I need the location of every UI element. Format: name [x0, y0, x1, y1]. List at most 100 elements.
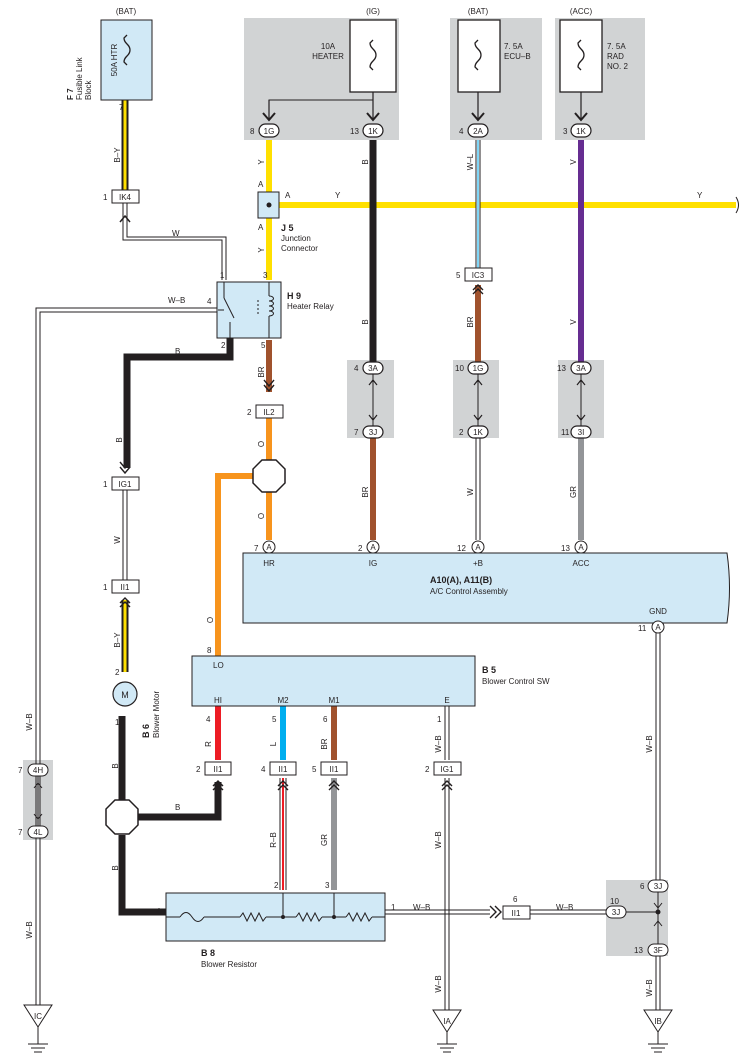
svg-text:11: 11: [638, 624, 647, 633]
svg-text:IA: IA: [443, 1017, 451, 1026]
svg-text:4: 4: [459, 127, 464, 136]
svg-text:3J: 3J: [612, 908, 620, 917]
svg-text:B: B: [175, 347, 180, 356]
svg-text:R: R: [204, 741, 213, 747]
svg-text:Y: Y: [335, 191, 341, 200]
svg-text:BR: BR: [466, 316, 475, 327]
svg-text:A: A: [578, 543, 584, 552]
ac-control-assembly: A10(A), A11(B) A/C Control Assembly HR I…: [242, 552, 730, 624]
svg-text:Y: Y: [257, 247, 266, 253]
svg-text:NO. 2: NO. 2: [607, 62, 628, 71]
htr-supply: (BAT): [116, 7, 137, 16]
svg-text:1: 1: [103, 480, 108, 489]
svg-text:W: W: [172, 229, 180, 238]
svg-text:IL2: IL2: [263, 408, 275, 417]
svg-text:7. 5A: 7. 5A: [504, 42, 523, 51]
b8-blower-resistor: B 8 Blower Resistor 4 2 3 1: [156, 881, 396, 969]
svg-text:GR: GR: [320, 834, 329, 846]
mid-connectors: [362, 361, 592, 439]
svg-text:3J: 3J: [654, 882, 662, 891]
conn-ic3: IC3 5: [456, 267, 493, 295]
svg-text:RAD: RAD: [607, 52, 624, 61]
conn-1k-acc: 1K: [576, 127, 586, 136]
svg-text:M: M: [121, 690, 129, 700]
svg-text:IB: IB: [654, 1017, 662, 1026]
svg-text:J 5: J 5: [281, 223, 294, 233]
svg-text:3F: 3F: [653, 946, 662, 955]
svg-text:HR: HR: [263, 559, 275, 568]
svg-text:F 7: F 7: [66, 88, 75, 100]
j5-junction-connector: A A A J 5 Junction Connector: [257, 180, 318, 253]
svg-text:W–B: W–B: [434, 831, 443, 848]
conn-right-junction: [605, 879, 669, 957]
svg-text:II1: II1: [512, 909, 521, 918]
svg-text:A: A: [285, 191, 291, 200]
conn-ii1-motor: II1 1 B–Y: [103, 579, 140, 648]
svg-text:A10(A), A11(B): A10(A), A11(B): [430, 575, 492, 585]
svg-text:7: 7: [18, 766, 23, 775]
svg-text:7. 5A: 7. 5A: [607, 42, 626, 51]
svg-text:2: 2: [247, 408, 252, 417]
svg-text:O: O: [257, 513, 266, 519]
svg-text:M1: M1: [328, 696, 340, 705]
svg-text:1: 1: [103, 583, 108, 592]
svg-text:ECU–B: ECU–B: [504, 52, 531, 61]
svg-text:B–Y: B–Y: [113, 147, 122, 163]
svg-text:Y: Y: [697, 191, 703, 200]
conn-il2: IL2 2: [247, 379, 284, 419]
svg-text:2: 2: [196, 765, 201, 774]
svg-text:2: 2: [274, 881, 279, 890]
svg-text:W–B: W–B: [434, 735, 443, 752]
svg-text:II1: II1: [279, 765, 288, 774]
svg-text:10: 10: [610, 897, 619, 906]
svg-text:B 6: B 6: [141, 724, 151, 738]
htr-pin: 7: [119, 103, 124, 112]
svg-text:2: 2: [358, 544, 363, 553]
conn-ii1-ground: II1 6: [489, 895, 531, 920]
svg-text:7: 7: [354, 428, 359, 437]
svg-text:10: 10: [455, 364, 464, 373]
svg-text:4: 4: [261, 765, 266, 774]
svg-text:A: A: [258, 223, 264, 232]
svg-text:3I: 3I: [578, 428, 585, 437]
svg-text:2: 2: [221, 341, 226, 350]
svg-text:12: 12: [457, 544, 466, 553]
svg-text:B: B: [361, 319, 370, 324]
conn-ig1: IG1 1 W: [103, 461, 140, 544]
yellow-wires: [266, 140, 739, 280]
svg-text:1K: 1K: [473, 428, 483, 437]
svg-text:II1: II1: [330, 765, 339, 774]
ground-ia: IA: [432, 1009, 462, 1053]
svg-text:4H: 4H: [33, 766, 43, 775]
svg-text:1: 1: [115, 718, 120, 727]
svg-text:(BAT): (BAT): [468, 7, 489, 16]
svg-text:IC: IC: [34, 1012, 42, 1021]
svg-text:Block: Block: [84, 79, 93, 100]
svg-text:II1: II1: [121, 583, 130, 592]
svg-text:W–B: W–B: [556, 903, 573, 912]
svg-text:W–B: W–B: [168, 296, 185, 305]
svg-text:8: 8: [207, 646, 212, 655]
ground-ib: IB: [643, 1009, 673, 1053]
top-connectors: [258, 112, 592, 138]
svg-text:Connector: Connector: [281, 244, 318, 253]
fuse-50a-htr: (BAT) 50A HTR 7: [100, 7, 153, 112]
ground-ic: IC: [23, 1004, 53, 1053]
svg-text:ACC: ACC: [573, 559, 590, 568]
svg-text:1G: 1G: [473, 364, 484, 373]
svg-text:L: L: [269, 741, 278, 746]
svg-text:7: 7: [254, 544, 259, 553]
conn-4h-4l: [27, 763, 49, 839]
svg-text:BR: BR: [361, 486, 370, 497]
svg-text:B–Y: B–Y: [113, 632, 122, 648]
svg-text:(ACC): (ACC): [570, 7, 593, 16]
svg-text:GR: GR: [569, 486, 578, 498]
svg-text:Y: Y: [257, 159, 266, 165]
svg-text:13: 13: [634, 946, 643, 955]
splice-black: [105, 799, 139, 835]
splice-orange: [252, 459, 286, 493]
svg-text:B: B: [175, 803, 180, 812]
svg-text:IG1: IG1: [441, 765, 454, 774]
b5-blower-control-switch: LO HI M2 M1 E B 5 Blower Control SW 8 4 …: [191, 646, 550, 724]
svg-text:2: 2: [115, 668, 120, 677]
